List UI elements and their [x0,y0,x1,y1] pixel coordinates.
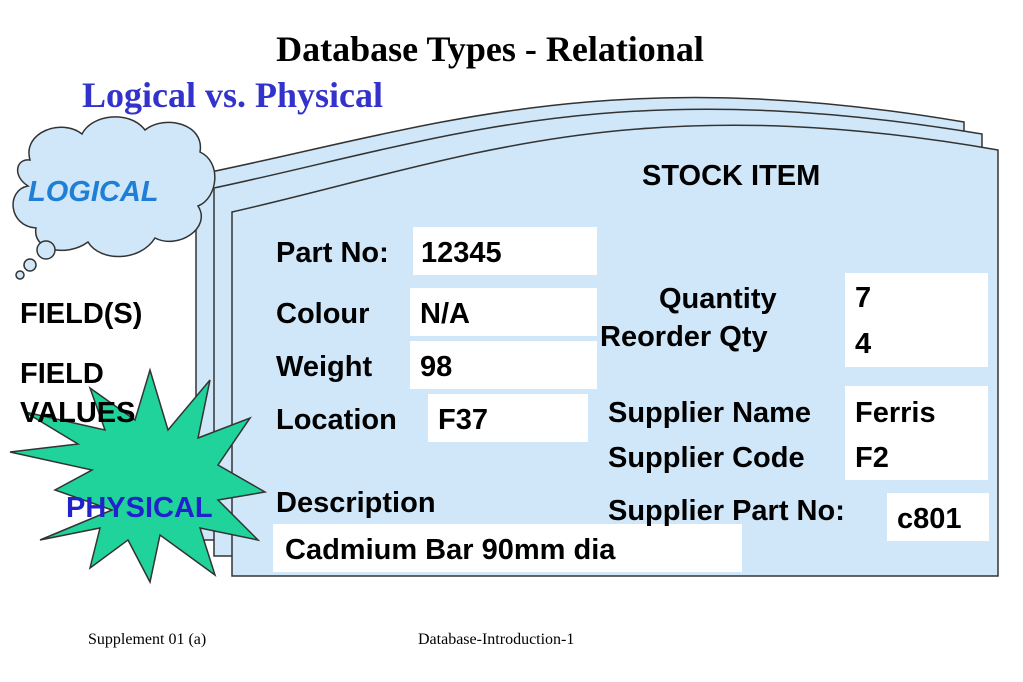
weight-field: 98 [410,341,597,389]
supplier-code-value: F2 [855,442,889,474]
starburst-shape [9,367,268,585]
fields-label: FIELD(S) [20,298,143,330]
weight-value: 98 [420,351,453,383]
footer-center: Database-Introduction-1 [418,631,575,648]
part-no-field: 12345 [413,227,597,275]
slide-title: Database Types - Relational [276,29,704,69]
quantity-field: 7 4 [845,273,988,367]
supplier-part-no-value: c801 [897,503,962,535]
supplier-part-no-label: Supplier Part No: [608,495,845,527]
quantity-label: Quantity [659,283,777,315]
supplier-code-label: Supplier Code [608,442,805,474]
part-no-value: 12345 [421,237,502,269]
stock-item-heading: STOCK ITEM [642,160,821,192]
supplier-name-value: Ferris [855,397,936,429]
location-value: F37 [438,404,488,436]
description-value: Cadmium Bar 90mm dia [285,534,616,566]
part-no-label: Part No: [276,237,389,269]
supplier-name-label: Supplier Name [608,397,812,429]
colour-value: N/A [420,298,470,330]
colour-label: Colour [276,298,370,330]
weight-label: Weight [276,351,373,383]
colour-field: N/A [410,288,597,336]
reorder-qty-label: Reorder Qty [600,321,768,353]
field-values-label-line1: FIELD [20,358,104,390]
physical-label: PHYSICAL [66,492,213,524]
description-field: Cadmium Bar 90mm dia [273,524,742,572]
thought-cloud [12,116,216,280]
reorder-qty-value: 4 [855,328,872,360]
logical-label: LOGICAL [28,176,159,208]
supplier-field: Ferris F2 [845,386,988,480]
quantity-value: 7 [855,282,872,314]
location-field: F37 [428,394,588,442]
slide-subtitle: Logical vs. Physical [82,75,384,115]
location-label: Location [276,404,397,436]
supplier-part-no-field: c801 [887,493,989,541]
footer-left: Supplement 01 (a) [88,631,207,648]
field-values-label-line2: VALUES [20,397,136,429]
description-label: Description [276,487,436,519]
